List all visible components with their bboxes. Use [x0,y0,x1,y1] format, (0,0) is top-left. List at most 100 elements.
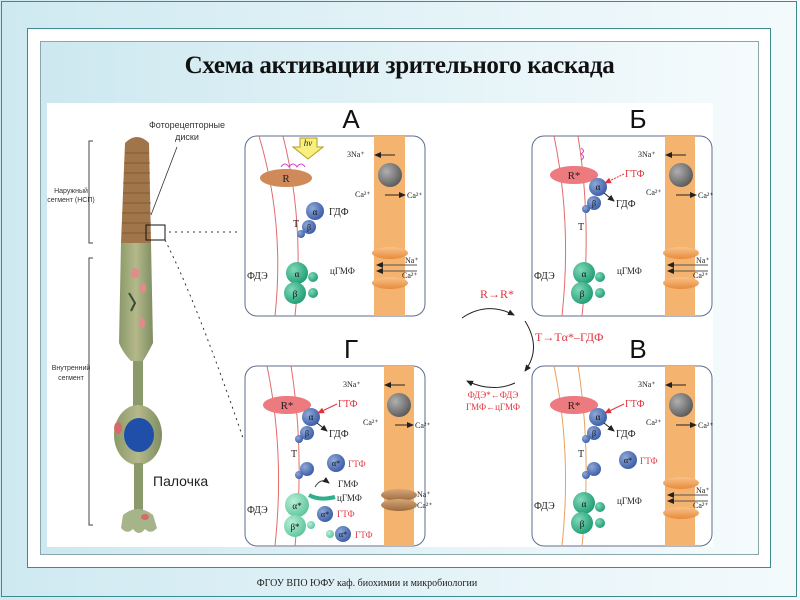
rhodopsin-r [260,169,312,187]
alpha-star-label: α* [292,501,302,511]
alpha-star-label: α* [624,456,632,465]
panel-v-ca-channel: Ca²⁺ [693,501,709,510]
panel-b-ca-in: Ca²⁺ [646,188,662,197]
panel-b-receptor-label: R* [568,170,581,182]
transducin-beta [302,220,316,234]
alpha-label: α [313,207,318,217]
label-outer-segment-2: сегмент (НСП) [47,197,94,204]
exchanger-pump [378,163,402,187]
panel-g-na-channel: Na⁺ [417,490,431,499]
panel-b-cgmp: цГМФ [617,266,642,276]
slide-footer: ФГОУ ВПО ЮФУ каф. биохимии и микробиолог… [0,578,800,589]
rod-inner-segment [119,243,153,361]
beta-label: β [580,519,585,529]
label-inner-segment-2: сегмент [58,375,85,382]
cgmp-channel-top [372,247,408,259]
closed-channel-top [381,489,417,501]
panel-a-pde: ФДЭ [247,271,268,282]
pointer-to-panel-g [164,239,244,439]
cgmp-channel-bottom [372,277,408,289]
panel-b-gdp: ГДФ [616,199,636,210]
panel-g-gtp-2: ГТФ [348,459,366,469]
panel-a-ca-channel: Ca²⁺ [402,271,418,280]
panel-a-na-channel: Na⁺ [405,256,419,265]
alpha-label: α [582,269,587,279]
slide-title: Схема активации зрительного каскада [184,52,615,79]
panel-a-3na: 3Na⁺ [347,150,365,159]
panel-g-ca-out: Ca²⁺ [415,421,431,430]
pde-beta [284,282,306,304]
panel-g-gdp: ГДФ [329,429,349,440]
panel-a-ca-in: Ca²⁺ [355,190,371,199]
beta-label: β [307,223,311,232]
panel-v: В R* α β ГТФ ГДФ Т α* ГТФ α β ФДЭ цГМФ 3… [531,334,714,547]
outer-segment-bracket [88,140,93,244]
cycle-step-3a: ФДЭ*←ФДЭ [468,390,519,400]
panel-b-transducin: Т [578,222,584,233]
footer-text: ФГОУ ВПО ЮФУ каф. биохимии и микробиолог… [256,578,478,589]
panel-v-receptor-label: R* [568,400,581,412]
alpha-label: α [596,412,601,422]
panel-b-pde: ФДЭ [534,271,555,282]
beta-label: β [293,289,298,299]
alpha-label: α [309,412,314,422]
panel-b-gtp: ГТФ [625,169,645,180]
beta-label: β [592,429,596,438]
alpha-label: α [596,182,601,192]
panel-a-light: hν [304,138,313,148]
label-inner-segment-1: Внутренний [52,364,91,372]
beta-label: β [592,199,596,208]
rod-synaptic-terminal [121,509,157,533]
panel-g-ca-channel: Ca²⁺ [417,501,433,510]
panel-g-gmp: ГМФ [338,479,358,489]
label-discs-1: Фоторецепторные [149,120,225,130]
cascade-cycle: R→R* Т→Тα*–ГДФ ФДЭ*←ФДЭ ГМФ←цГМФ [461,287,604,412]
figure: Фоторецепторные диски Наружный сегмент (… [47,103,714,547]
panel-b-ca-channel: Ca²⁺ [693,271,709,280]
rod-nucleus [124,418,154,452]
panel-b-ca-out: Ca²⁺ [698,191,713,200]
panel-v-3na: 3Na⁺ [638,380,656,389]
label-discs-2: диски [175,132,199,142]
panel-g-ca-in: Ca²⁺ [363,418,379,427]
panel-a-letter: А [342,104,360,134]
discs-leader-line [150,146,178,216]
panel-b-letter: Б [629,104,646,134]
rod-outer-segment [121,137,151,253]
panel-b-na-channel: Na⁺ [696,256,710,265]
panel-g-letter: Г [344,334,358,364]
panel-a-gdp: ГДФ [329,207,349,218]
panel-v-cgmp: цГМФ [617,496,642,506]
pde-alpha [286,262,308,284]
panel-g-transducin: Т [291,449,297,460]
panel-v-pde: ФДЭ [534,501,555,512]
transducin-alpha [306,202,324,220]
inner-segment-bracket [88,257,93,526]
panel-g-receptor-label: R* [281,400,294,412]
cycle-step-1: R→R* [480,287,514,301]
cycle-step-2: Т→Тα*–ГДФ [535,330,604,344]
disc-magnify-box [145,224,166,241]
beta-label: β [305,429,309,438]
panel-v-gtp: ГТФ [625,399,645,410]
panel-g-pde: ФДЭ [247,505,268,516]
beta-label: β [580,289,585,299]
transducin-gamma [297,230,305,238]
panel-g-3na: 3Na⁺ [343,380,361,389]
alpha-label: α [295,269,300,279]
panel-a-cgmp: цГМФ [330,266,355,276]
panel-v-na-channel: Na⁺ [696,486,710,495]
cycle-step-3b: ГМФ←цГМФ [466,402,520,412]
cascade-figure: Фоторецепторные диски Наружный сегмент (… [47,104,714,547]
alpha-label: α [582,499,587,509]
panel-v-gtp-2: ГТФ [640,456,658,466]
beta-star-label: β* [290,522,300,532]
rhodopsin-r-star [550,166,598,184]
alpha-star-label: α* [332,459,340,468]
panel-b: Б R* α β ГТФ ГДФ Т α β ФДЭ цГМФ 3Na⁺ Ca²… [531,104,714,317]
panel-g-gtp-3: ГТФ [337,509,355,519]
rod-cell: Фоторецепторные диски Наружный сегмент (… [47,120,244,533]
light-photon-icon [291,137,325,160]
alpha-star-label: α* [321,510,329,519]
